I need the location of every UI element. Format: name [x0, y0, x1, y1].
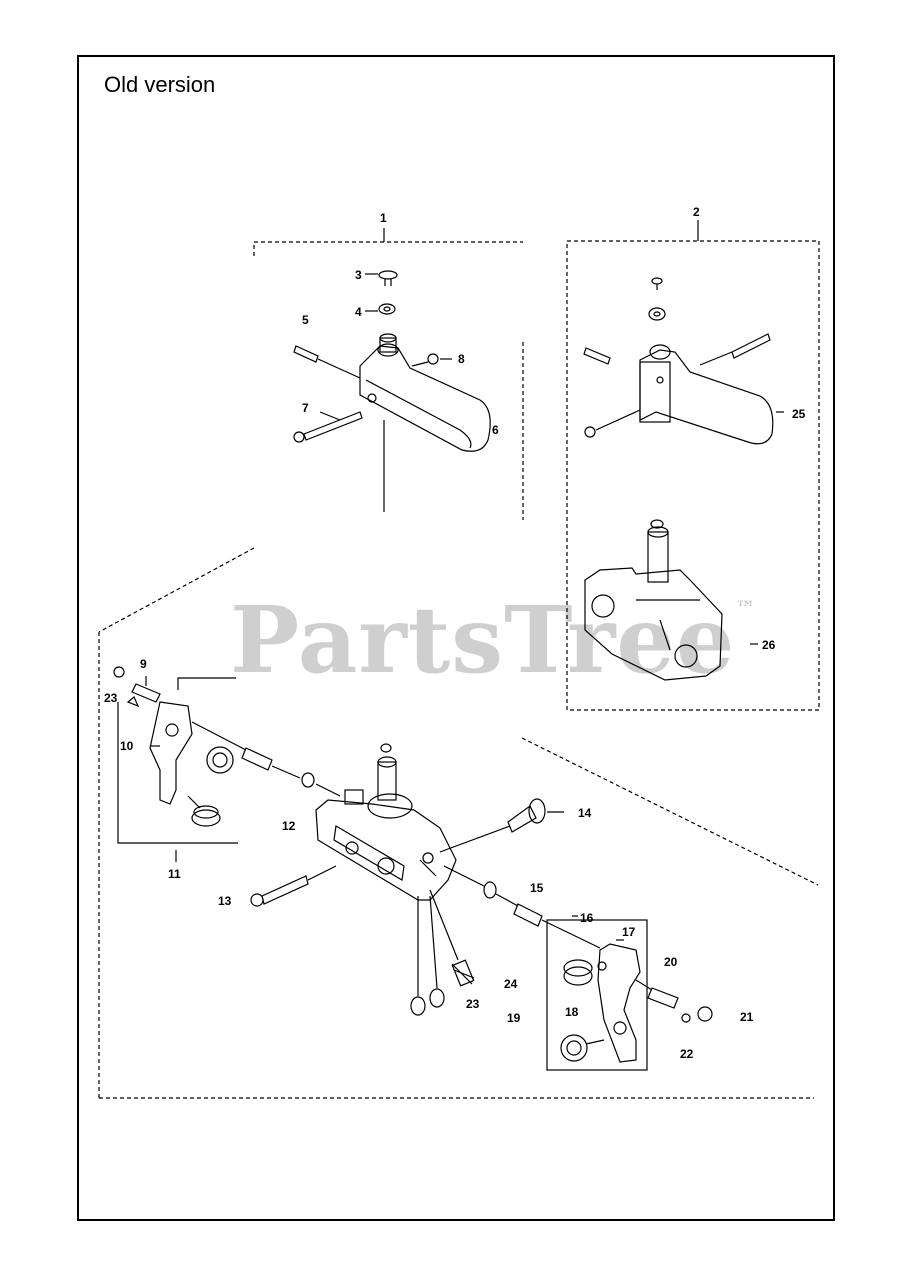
part-15-washer-left: [271, 765, 341, 797]
callout-14: 14: [578, 806, 592, 820]
callout-24: 24: [504, 977, 518, 991]
callout-7: 7: [302, 401, 309, 415]
part-3-screw: [365, 270, 398, 286]
part-13-bolt: [250, 865, 337, 907]
part-11-knob-round: [206, 746, 234, 774]
callout-23-right: 23: [466, 997, 480, 1011]
callout-19: 19: [507, 1011, 521, 1025]
part-9-pin: [113, 666, 161, 703]
part-7-bolt: [293, 411, 363, 443]
callout-8: 8: [458, 352, 465, 366]
callout-25: 25: [792, 407, 806, 421]
callout-20: 20: [664, 955, 678, 969]
callout-1: 1: [380, 211, 387, 225]
callout-5: 5: [302, 313, 309, 327]
callout-6: 6: [492, 423, 499, 437]
part-8-nut: [411, 353, 452, 367]
part-18-knob: [563, 959, 607, 986]
part-5-pin: [293, 345, 361, 379]
page-title: Old version: [104, 72, 216, 97]
part-24-washers: [410, 895, 445, 1016]
part-4-nut: [365, 303, 396, 315]
callout-12: 12: [282, 819, 296, 833]
part-2-screw: [651, 277, 663, 290]
callout-10: 10: [120, 739, 134, 753]
callout-22: 22: [680, 1047, 694, 1061]
callout-13: 13: [218, 894, 232, 908]
callout-26: 26: [762, 638, 776, 652]
callout-21: 21: [740, 1010, 754, 1024]
part-21-nut: [697, 1006, 713, 1022]
callout-2: 2: [693, 205, 700, 219]
part-6-handle-lever: [359, 333, 491, 452]
group-11-bracket: [117, 677, 238, 844]
part-2-nut: [648, 307, 666, 321]
part-16-pin-right: [495, 893, 601, 949]
part-23-spring: [429, 889, 475, 987]
part-16-pin-left: [191, 721, 273, 771]
main-assembly-box: [98, 547, 819, 1099]
group-2-box: [566, 240, 820, 711]
part-14-bolt: [439, 798, 564, 853]
part-11-knob: [187, 795, 221, 827]
part-26-base-block: [584, 519, 758, 681]
callout-23-left: 23: [104, 691, 118, 705]
callout-labels: 1 2 3 4 5 6 7 8 9 10 11 12 13 14 15 16 1…: [104, 205, 806, 1061]
part-17-lock-lever: [597, 943, 641, 1063]
callout-4: 4: [355, 305, 362, 319]
watermark-text: PartsTree: [230, 586, 736, 694]
part-23-small-spring: [126, 696, 140, 708]
part-22-small-spring: [681, 1013, 691, 1023]
part-19-knob-round: [560, 1034, 605, 1062]
callout-17: 17: [622, 925, 636, 939]
group-1-box: [253, 241, 524, 520]
callout-9: 9: [140, 657, 147, 671]
diagram-frame: [77, 55, 835, 1221]
part-25-handle-lever: [583, 333, 784, 445]
watermark-mark: ™: [735, 596, 757, 620]
callout-16: 16: [580, 911, 594, 925]
callout-3: 3: [355, 268, 362, 282]
callout-15: 15: [530, 881, 544, 895]
part-10-lock-lever: [149, 701, 193, 805]
watermark: PartsTree™: [230, 586, 756, 694]
group-19-bracket: [546, 919, 648, 1071]
part-15-washer-right: [443, 865, 497, 899]
part-12-main-block: [315, 743, 457, 901]
callout-11: 11: [168, 867, 181, 881]
callout-18: 18: [565, 1005, 579, 1019]
part-20-pin: [635, 979, 679, 1009]
